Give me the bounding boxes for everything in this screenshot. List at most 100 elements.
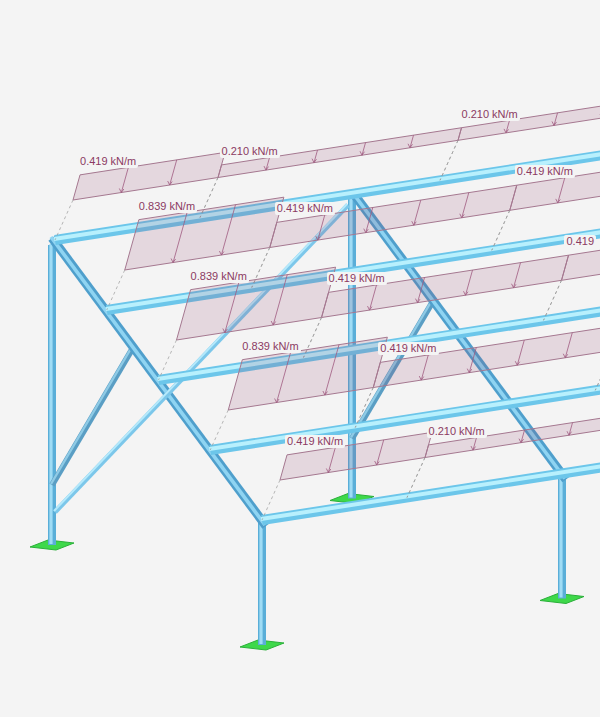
load-arrowhead [519, 439, 524, 443]
load-arrowhead [471, 446, 476, 450]
load-arrowhead [264, 166, 269, 170]
load-strip [270, 185, 517, 247]
projection-line [107, 270, 125, 310]
projection-line [544, 280, 562, 320]
load-value: 0.419 [564, 235, 596, 248]
load-arrowhead [504, 129, 509, 133]
frames [30, 191, 584, 651]
load-arrowhead [563, 354, 568, 358]
load-arrowhead [467, 369, 472, 373]
column-highlight [49, 244, 52, 544]
load-arrowhead [171, 259, 176, 263]
load-value: 0.419 kN/m [327, 272, 387, 285]
load-arrowhead [375, 461, 380, 465]
load-arrowhead [316, 236, 321, 240]
column [558, 476, 566, 599]
load-arrow [325, 345, 339, 395]
load-value: 0.210 kN/m [427, 425, 487, 438]
load-arrowhead [312, 159, 317, 163]
load-arrowhead [119, 189, 124, 193]
load-arrow [173, 212, 187, 262]
projection-line [355, 388, 373, 428]
column-highlight [559, 475, 562, 598]
brace [52, 346, 134, 485]
load-strips [55, 91, 600, 520]
load-arrowhead [512, 284, 517, 288]
load-strip [510, 148, 600, 210]
load-strip [73, 152, 225, 200]
load-strip [228, 337, 387, 410]
projection-line [159, 340, 177, 380]
projection-line [262, 480, 280, 520]
projection-line [440, 140, 458, 180]
load-arrow [517, 340, 524, 365]
load-strip [177, 267, 336, 340]
projection-line [407, 458, 425, 498]
load-value: 0.839 kN/m [137, 200, 197, 213]
load-arrowhead [368, 306, 373, 310]
load-arrow [328, 447, 335, 472]
load-arrowhead [464, 291, 469, 295]
load-arrow [366, 208, 373, 233]
load-arrow [225, 282, 239, 332]
load-value: 0.839 kN/m [240, 340, 300, 353]
projection-line [595, 350, 600, 390]
load-strip [562, 218, 600, 280]
load-arrowhead [323, 391, 328, 395]
load-arrow [558, 178, 565, 203]
projection-line [407, 458, 425, 498]
load-arrow [466, 270, 473, 295]
load-arrow [469, 348, 476, 373]
load-arrowhead [275, 399, 280, 403]
projection-line [492, 210, 510, 250]
load-arrowhead [556, 199, 561, 203]
load-arrowhead [408, 144, 413, 148]
load-arrow [514, 263, 521, 288]
load-strip [125, 197, 284, 270]
load-arrowhead [567, 431, 572, 435]
load-arrowhead [219, 251, 224, 255]
load-value: 0.210 kN/m [460, 108, 520, 121]
load-arrow [462, 193, 469, 218]
load-arrow [414, 200, 421, 225]
brace-highlight [51, 345, 133, 484]
projection-line [440, 140, 458, 180]
load-arrow [377, 440, 384, 465]
load-arrow [277, 352, 291, 402]
column-highlight [259, 521, 262, 644]
projection-line [492, 210, 510, 250]
load-arrowhead [552, 121, 557, 125]
load-arrowhead [416, 299, 421, 303]
load-arrow [273, 275, 287, 325]
load-strip [322, 255, 569, 317]
load-value: 0.839 kN/m [189, 270, 249, 283]
projection-line [355, 388, 373, 428]
load-value: 0.419 kN/m [515, 165, 575, 178]
column [48, 245, 56, 545]
load-arrowhead [223, 329, 228, 333]
projection-line [55, 200, 73, 240]
load-arrowhead [271, 321, 276, 325]
load-arrow [418, 278, 425, 303]
load-arrow [565, 333, 572, 358]
load-arrow [170, 160, 177, 185]
load-value: 0.419 kN/m [378, 342, 438, 355]
load-arrow [121, 167, 128, 192]
load-strip [425, 408, 600, 458]
load-arrow [221, 205, 235, 255]
load-value: 0.419 kN/m [275, 202, 335, 215]
load-arrowhead [515, 361, 520, 365]
load-arrowhead [364, 229, 369, 233]
load-arrowhead [460, 214, 465, 218]
projection-line [544, 280, 562, 320]
load-strip [458, 91, 600, 141]
load-strip [218, 128, 462, 178]
load-arrow [421, 355, 428, 380]
projection-line [595, 350, 600, 390]
load-arrowhead [168, 181, 173, 185]
projection-line [210, 410, 228, 450]
load-value: 0.419 kN/m [78, 155, 138, 168]
load-arrowhead [326, 469, 331, 473]
column [258, 522, 266, 645]
